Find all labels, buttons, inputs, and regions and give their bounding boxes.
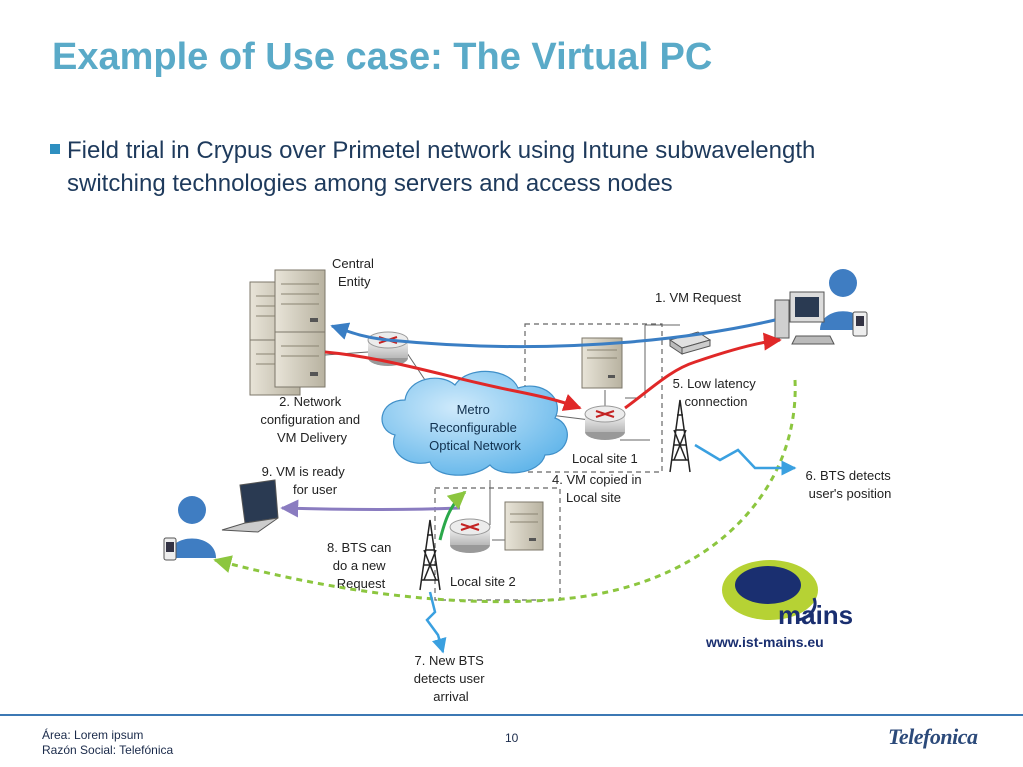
slide-title: Example of Use case: The Virtual PC <box>52 36 713 78</box>
new-request-arrow <box>438 490 467 541</box>
footer-area: Área: Lorem ipsum <box>42 728 144 742</box>
local-site-2-box <box>434 487 561 601</box>
desktop-pc-icon <box>774 291 835 345</box>
step-1-label: 1. VM Request <box>655 290 741 305</box>
optical-network-cloud <box>381 370 568 476</box>
mains-logo-text: mains <box>778 600 853 630</box>
bullet-line-2: switching technologies among servers and… <box>67 170 673 197</box>
router-icon <box>449 518 491 553</box>
footer-info: Área: Lorem ipsum Razón Social: Telefóni… <box>42 728 173 758</box>
mobile-phone-icon <box>163 537 177 561</box>
low-latency-arrow <box>624 332 782 410</box>
bullet-item: Field trial in Crypus over Primetel netw… <box>50 134 985 200</box>
local-site-1-label: Local site 1 <box>572 451 638 466</box>
set-top-box-icon <box>668 331 712 355</box>
vm-ready-arrow <box>280 499 461 518</box>
user-avatar-icon <box>168 496 216 558</box>
server-icon <box>274 269 326 333</box>
step-6-label: 6. BTS detects user's position <box>806 468 895 501</box>
laptop-icon <box>221 479 279 533</box>
server-icon <box>274 331 326 388</box>
vm-request-arrow <box>330 318 776 349</box>
server-icon <box>504 501 544 551</box>
project-url-link[interactable]: www.ist-mains.eu <box>706 634 824 650</box>
mobile-phone-icon <box>852 311 868 337</box>
central-entity-label: Central Entity <box>332 256 378 289</box>
step-7-label: 7. New BTS detects user arrival <box>414 653 488 704</box>
footer-divider <box>0 714 1023 716</box>
mains-logo: mains <box>722 560 853 630</box>
bts-tower-icon <box>669 399 691 473</box>
central-servers <box>249 269 326 396</box>
bts-tower-icon <box>419 519 441 591</box>
virtual-pc-diagram: Central Entity Metro Reconfigurable Opti… <box>163 256 891 704</box>
bts-signal-arrow <box>694 443 797 476</box>
vm-delivery-arrow <box>324 350 582 411</box>
step-5-label: 5. Low latency connection <box>673 376 760 409</box>
router-icon <box>584 405 626 440</box>
bullet-square-icon <box>50 144 60 154</box>
step-2-label: 2. Network configuration and VM Delivery <box>260 394 363 445</box>
page-number: 10 <box>505 731 519 745</box>
bts-signal-arrow <box>425 591 447 654</box>
local-site-2-label: Local site 2 <box>450 574 516 589</box>
cloud-label: Metro Reconfigurable Optical Network <box>429 402 521 453</box>
step-8-label: 8. BTS can do a new Request <box>327 540 395 591</box>
footer-razon-social: Razón Social: Telefónica <box>42 743 174 757</box>
user-mobility-arc <box>213 379 797 604</box>
bullet-line-1: Field trial in Crypus over Primetel netw… <box>67 137 816 164</box>
telefonica-logo: Telefonica <box>888 724 978 749</box>
step-9-label: 9. VM is ready for user <box>262 464 349 497</box>
step-4-label: 4. VM copied in Local site <box>552 472 645 505</box>
